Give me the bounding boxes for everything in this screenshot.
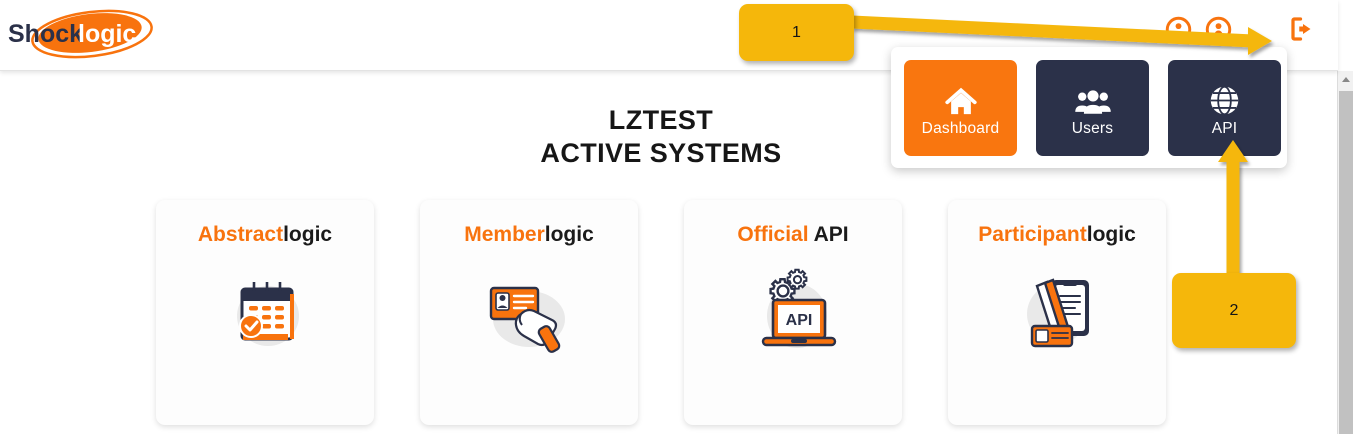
scroll-up-arrow[interactable]: [1338, 71, 1353, 88]
user-circle-icon[interactable]: [1165, 16, 1192, 43]
scroll-thumb[interactable]: [1339, 91, 1353, 434]
app-tile-label: Users: [1071, 119, 1114, 137]
card-title-highlight: Official: [737, 223, 809, 246]
svg-text:Shock: Shock: [8, 20, 83, 48]
app-tile-api[interactable]: API: [1168, 59, 1281, 156]
shocklogic-logo[interactable]: Shock logic: [6, 9, 156, 61]
card-title-highlight: Abstract: [197, 223, 284, 246]
home-icon: [943, 79, 979, 117]
system-card-memberlogic[interactable]: Memberlogic: [420, 200, 638, 425]
system-card-participantlogic[interactable]: Participantlogic: [948, 200, 1166, 425]
system-card-abstractlogic[interactable]: Abstractlogic: [156, 200, 374, 425]
annotation-badge-2: 2: [1172, 273, 1296, 348]
page-title: LZTEST ACTIVE SYSTEMS: [0, 104, 1322, 170]
globe-icon: [1208, 79, 1241, 117]
system-card-official-api[interactable]: Official API: [684, 200, 902, 425]
app-tile-label: API: [1211, 119, 1238, 137]
calendar-check-icon: [156, 264, 374, 359]
svg-text:logic: logic: [78, 20, 136, 48]
apps-grid-icon[interactable]: [1245, 14, 1275, 44]
systems-card-grid: Abstractlogic: [0, 200, 1322, 425]
annotation-badge-1: 1: [739, 4, 854, 61]
app-tile-dashboard[interactable]: Dashboard: [904, 59, 1017, 156]
help-circle-icon[interactable]: [1205, 16, 1232, 43]
id-card-hand-icon: [420, 264, 638, 359]
card-title-rest: API: [808, 223, 849, 246]
vertical-scrollbar[interactable]: [1337, 71, 1353, 434]
main-content: LZTEST ACTIVE SYSTEMS Abstractlogic: [0, 71, 1338, 434]
app-tile-label: Dashboard: [921, 119, 1000, 137]
card-title: Memberlogic: [420, 223, 638, 247]
card-title-highlight: Member: [464, 223, 545, 246]
logout-icon[interactable]: [1288, 14, 1318, 44]
card-title: Abstractlogic: [156, 223, 374, 247]
laptop-gears-api-icon: API: [684, 264, 902, 359]
card-title-rest: logic: [283, 223, 333, 246]
app-tile-users[interactable]: Users: [1036, 59, 1149, 156]
header-icon-group: [1165, 14, 1318, 44]
page-title-line-1: LZTEST: [608, 105, 714, 135]
svg-text:API: API: [785, 312, 812, 329]
card-title-rest: logic: [544, 223, 594, 246]
apps-dropdown-panel: Dashboard Users: [891, 47, 1287, 168]
card-title: Official API: [684, 223, 902, 247]
clipboard-badge-icon: [948, 264, 1166, 359]
card-title-highlight: Participant: [978, 223, 1087, 246]
card-title: Participantlogic: [948, 223, 1166, 247]
card-title-rest: logic: [1086, 223, 1136, 246]
users-icon: [1074, 79, 1112, 117]
logo-graphic: Shock logic: [8, 9, 153, 59]
page-title-line-2: ACTIVE SYSTEMS: [540, 138, 782, 168]
